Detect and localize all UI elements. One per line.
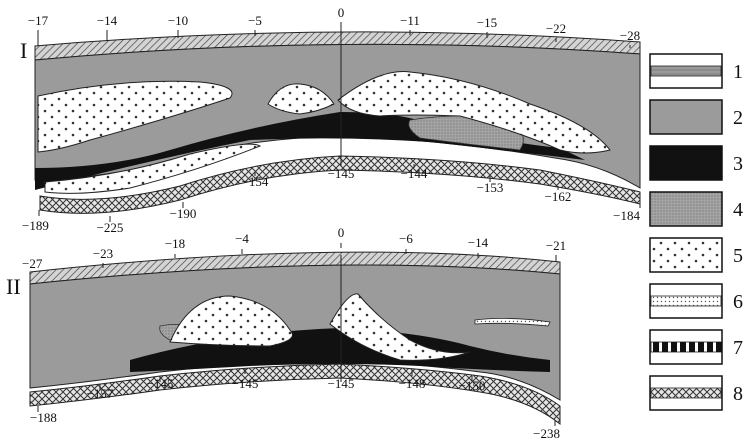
legend-swatch [650,192,722,226]
section-II-bottom-label: −148 [399,376,426,391]
legend-item-8: 8 [650,376,743,410]
section-II-top-label: −23 [93,246,113,261]
legend-band [651,66,721,76]
section-II-top-label: −21 [546,238,566,253]
legend-item-3: 3 [650,146,743,180]
section-II-bottom-label: −145 [328,376,355,391]
legend-swatch [650,238,722,272]
section-II-bottom-label: −238 [533,426,560,441]
legend-number: 7 [733,337,743,359]
legend-item-7: 7 [650,330,743,364]
section-I-bottom-label: −145 [328,166,355,181]
section-I-top-label: −14 [97,13,118,28]
section-I-top-label: −22 [546,21,566,36]
legend-dash [653,342,659,352]
legend-item-4: 4 [650,192,743,226]
legend-dash [662,342,668,352]
section-I-top-label: −17 [28,13,49,28]
legend-swatch [650,100,722,134]
legend-number: 4 [733,199,743,221]
legend-dash [671,342,677,352]
section-I-bottom-label: −154 [242,174,269,189]
section-I-top-label: −10 [168,13,188,28]
legend-band [651,296,721,306]
section-I-top-label: −28 [620,28,640,43]
legend-number: 8 [733,383,743,405]
legend-item-5: 5 [650,238,743,272]
legend-dash [698,342,704,352]
section-II-top-label: −14 [468,235,489,250]
section-I-bottom-label: −184 [613,208,640,223]
legend-item-1: 1 [650,54,743,88]
section-I-bottom-label: −144 [401,166,428,181]
section-II-bottom-label: −188 [30,410,57,425]
legend-number: 1 [733,61,743,83]
legend-dash [680,342,686,352]
legend-number: 5 [733,245,743,267]
legend-band [651,388,721,398]
legend-dash [707,342,713,352]
section-II-label: II [6,274,21,299]
legend-swatch [650,146,722,180]
section-I-top-label: −11 [400,13,420,28]
section-I-bottom-label: −162 [545,189,572,204]
section-I-top-label: 0 [338,5,345,20]
legend-dash [716,342,722,352]
legend-item-2: 2 [650,100,743,134]
section-II-top-label: −4 [235,231,249,246]
section-II-bottom-label: −145 [232,376,259,391]
section-II-top-label: 0 [338,225,345,240]
legend-number: 6 [733,291,743,313]
legend: 1 2 3 4 5 6 7 8 [650,54,743,410]
section-II-top-label: −18 [165,236,185,251]
legend-dash [689,342,695,352]
section-II-top-label: −6 [399,231,413,246]
section-I-top-label: −5 [248,13,262,28]
section-I-bottom-label: −189 [22,218,49,233]
section-I-bottom-label: −225 [97,220,124,235]
section-I-label: I [20,38,27,63]
legend-number: 2 [733,107,743,129]
section-I [35,30,640,213]
section-I-top-label: −15 [477,15,497,30]
legend-number: 3 [733,153,743,175]
section-I-bottom-label: −153 [477,180,504,195]
legend-item-6: 6 [650,284,743,318]
section-II-top-label: −27 [22,256,43,271]
section-I-bottom-label: −190 [170,206,197,221]
